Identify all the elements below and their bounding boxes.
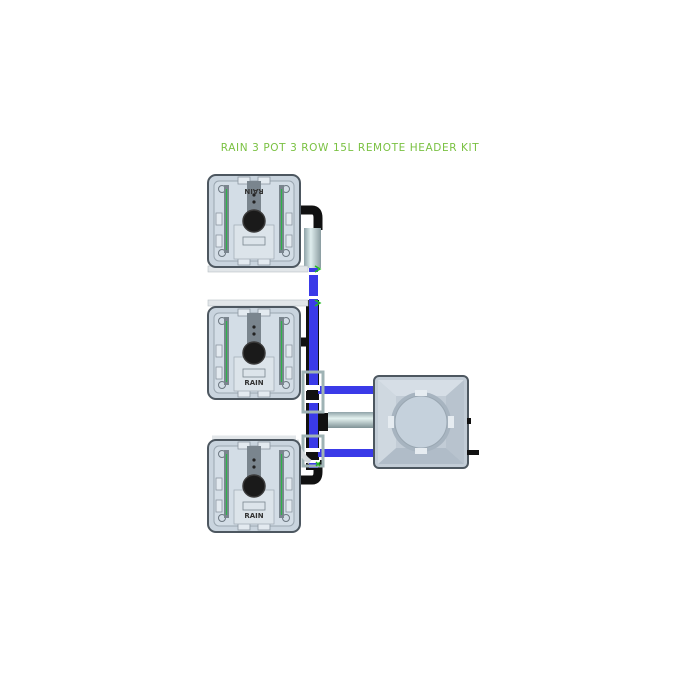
pot-1: RAIN bbox=[207, 174, 301, 268]
pot-2: RAIN bbox=[207, 306, 301, 400]
pot-3-label: RAIN bbox=[244, 512, 263, 520]
pot-1-label: RAIN bbox=[244, 187, 263, 195]
tank-connector-pipe bbox=[328, 412, 376, 428]
kit-title: RAIN 3 POT 3 ROW 15L REMOTE HEADER KIT bbox=[220, 142, 480, 154]
pot-3: RAIN bbox=[207, 439, 301, 533]
header-tank bbox=[373, 375, 479, 469]
feed-manifold bbox=[301, 268, 376, 468]
pot-2-label: RAIN bbox=[244, 379, 263, 387]
